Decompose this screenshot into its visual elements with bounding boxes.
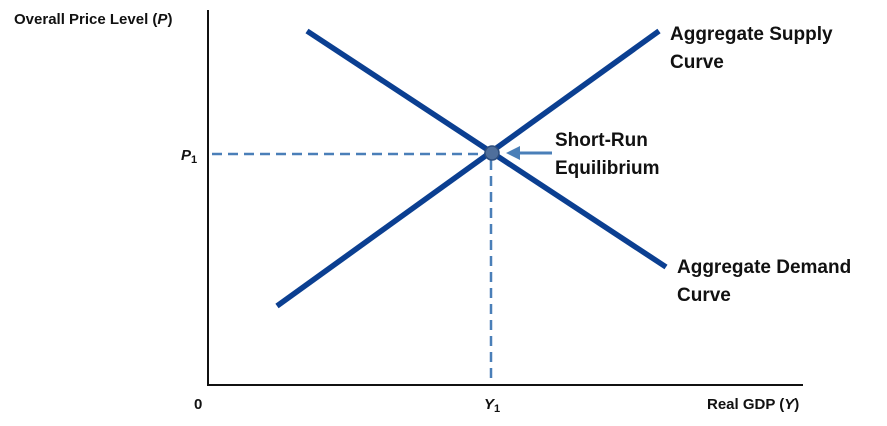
origin-label: 0 bbox=[194, 396, 202, 413]
aggregate-supply-curve bbox=[275, 28, 661, 309]
equilibrium-point bbox=[484, 145, 500, 161]
demand-label-line2: Curve bbox=[677, 285, 731, 306]
y1-tick-label: Y1 bbox=[484, 396, 500, 415]
equilibrium-arrow-head bbox=[506, 146, 520, 160]
supply-label-line1: Aggregate Supply bbox=[670, 24, 833, 45]
equilibrium-label-line1: Short-Run bbox=[555, 130, 648, 151]
demand-label-line1: Aggregate Demand bbox=[677, 257, 851, 278]
y-axis-label: Overall Price Level (P) bbox=[14, 11, 172, 28]
supply-label-line2: Curve bbox=[670, 52, 724, 73]
x-axis-label: Real GDP (Y) bbox=[707, 396, 799, 413]
equilibrium-label-line2: Equilibrium bbox=[555, 158, 660, 179]
p1-tick-label: P1 bbox=[181, 147, 197, 166]
